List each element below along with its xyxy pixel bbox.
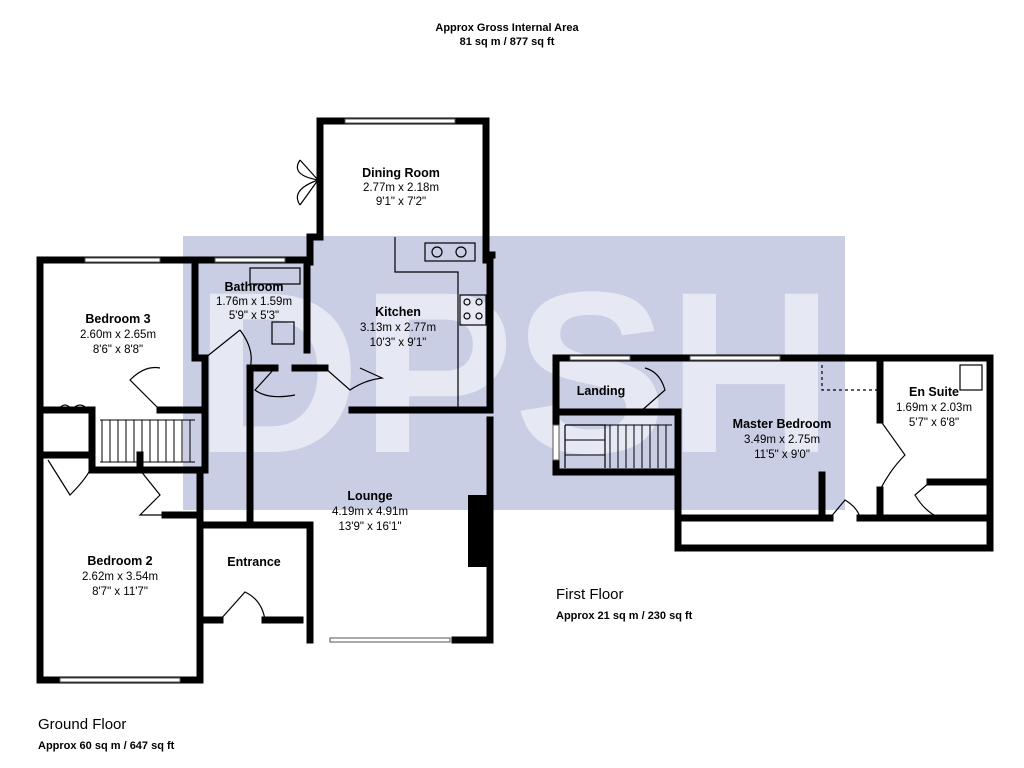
svg-text:3.49m x 2.75m: 3.49m x 2.75m	[744, 434, 820, 446]
ground-floor-area: Approx 60 sq m / 647 sq ft	[38, 740, 175, 752]
room-bedroom-3: Bedroom 3 2.60m x 2.65m 8'6" x 8'8"	[80, 312, 156, 356]
svg-text:2.60m x 2.65m: 2.60m x 2.65m	[80, 329, 156, 341]
room-master-bedroom: Master Bedroom 3.49m x 2.75m 11'5" x 9'0…	[733, 417, 832, 461]
room-kitchen: Kitchen 3.13m x 2.77m 10'3" x 9'1"	[360, 305, 436, 349]
svg-text:8'7" x 11'7": 8'7" x 11'7"	[92, 586, 148, 598]
header-area: 81 sq m / 877 sq ft	[460, 36, 555, 48]
svg-text:Landing: Landing	[577, 384, 626, 398]
svg-text:Entrance: Entrance	[227, 555, 281, 569]
ground-floor-windows	[59, 118, 456, 683]
room-bathroom: Bathroom 1.76m x 1.59m 5'9" x 5'3"	[216, 280, 292, 322]
bath-icon	[249, 267, 301, 285]
svg-text:1.69m x 2.03m: 1.69m x 2.03m	[896, 402, 972, 414]
svg-text:10'3" x 9'1": 10'3" x 9'1"	[370, 337, 427, 349]
svg-text:Dining Room: Dining Room	[362, 166, 440, 180]
first-floor-area: Approx 21 sq m / 230 sq ft	[556, 610, 693, 622]
svg-text:Bathroom: Bathroom	[224, 280, 283, 294]
room-entrance: Entrance	[227, 555, 281, 569]
svg-text:En Suite: En Suite	[909, 385, 959, 399]
room-en-suite: En Suite 1.69m x 2.03m 5'7" x 6'8"	[896, 385, 972, 429]
first-floor-title: First Floor	[556, 586, 624, 603]
svg-text:1.76m x 1.59m: 1.76m x 1.59m	[216, 296, 292, 308]
svg-text:Bedroom 2: Bedroom 2	[87, 554, 152, 568]
room-dining: Dining Room 2.77m x 2.18m 9'1" x 7'2"	[362, 166, 440, 208]
watermark: DPSH	[183, 236, 845, 510]
svg-text:9'1" x 7'2": 9'1" x 7'2"	[376, 196, 426, 208]
room-lounge: Lounge 4.19m x 4.91m 13'9" x 16'1"	[332, 489, 408, 533]
room-landing: Landing	[577, 384, 626, 398]
ground-floor-title: Ground Floor	[38, 716, 126, 733]
first-floor-windows	[552, 355, 781, 461]
svg-text:Lounge: Lounge	[347, 489, 392, 503]
svg-text:4.19m x 4.91m: 4.19m x 4.91m	[332, 506, 408, 518]
svg-text:Kitchen: Kitchen	[375, 305, 421, 319]
svg-text:Master Bedroom: Master Bedroom	[733, 417, 832, 431]
svg-text:2.62m x 3.54m: 2.62m x 3.54m	[82, 571, 158, 583]
svg-text:11'5" x 9'0": 11'5" x 9'0"	[754, 449, 810, 461]
svg-text:Bedroom 3: Bedroom 3	[85, 312, 150, 326]
svg-text:8'6" x 8'8": 8'6" x 8'8"	[93, 344, 143, 356]
header-title: Approx Gross Internal Area	[435, 22, 579, 34]
ground-floor-stairs	[100, 419, 195, 463]
watermark-text: DPSH	[194, 244, 833, 501]
room-bedroom-2: Bedroom 2 2.62m x 3.54m 8'7" x 11'7"	[82, 554, 158, 598]
first-floor-walls	[552, 354, 994, 552]
first-floor-stairs	[564, 424, 672, 468]
svg-text:5'9" x 5'3": 5'9" x 5'3"	[229, 310, 279, 322]
svg-text:3.13m x 2.77m: 3.13m x 2.77m	[360, 322, 436, 334]
svg-text:2.77m x 2.18m: 2.77m x 2.18m	[363, 182, 439, 194]
svg-text:13'9" x 16'1": 13'9" x 16'1"	[338, 521, 401, 533]
first-floor-doors	[639, 364, 983, 519]
svg-text:5'7" x 6'8": 5'7" x 6'8"	[909, 417, 959, 429]
kitchen-fittings	[249, 237, 487, 410]
ground-floor-doors	[47, 159, 385, 621]
